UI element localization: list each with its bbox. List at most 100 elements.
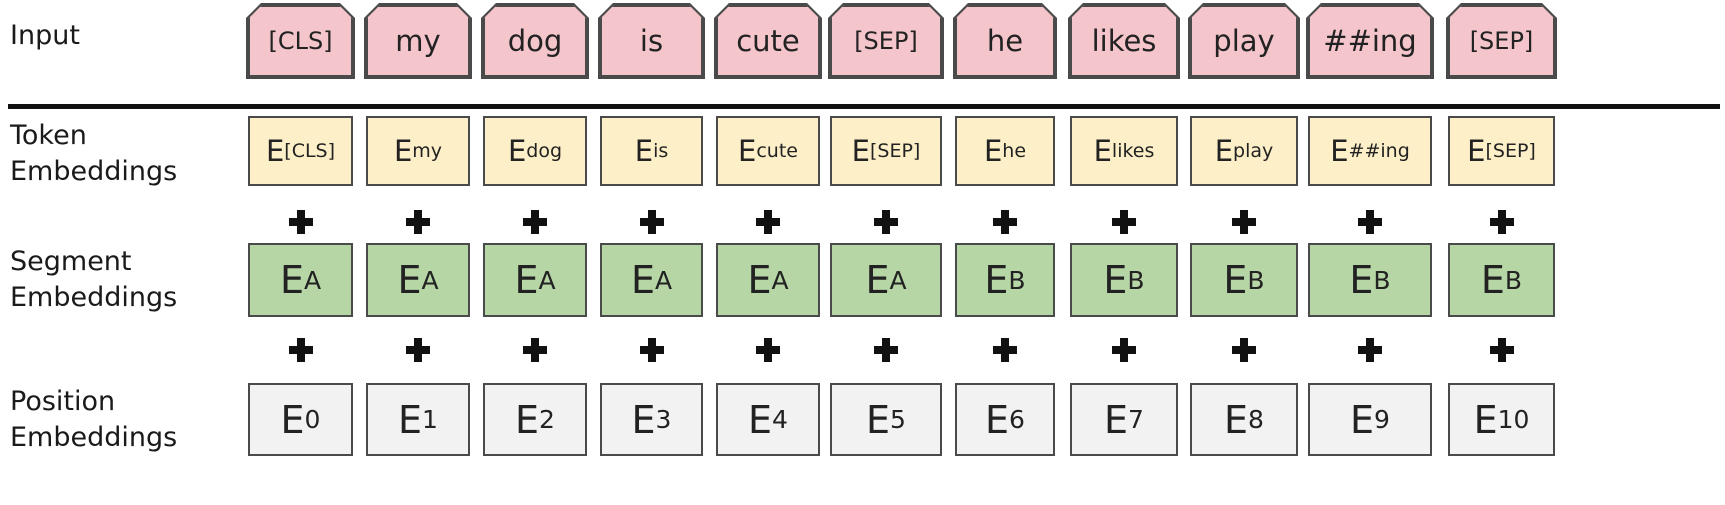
plus-icon: [993, 210, 1017, 234]
token-embedding-letter: E: [851, 134, 870, 168]
position-embedding-letter: E: [1224, 397, 1249, 442]
plus-icon: [756, 338, 780, 362]
token-embedding-letter: E: [1467, 134, 1486, 168]
plus-icon: [1358, 338, 1382, 362]
position-embedding-letter: E: [985, 397, 1010, 442]
segment-embedding-letter: E: [1349, 258, 1374, 302]
segment-embedding-subscript: B: [1247, 265, 1265, 295]
input-token: [CLS]: [248, 5, 353, 77]
segment-label-line1: Segment: [10, 246, 132, 277]
plus-icon: [1232, 210, 1256, 234]
position-embedding-letter: E: [1473, 397, 1498, 442]
segment-embedding-subscript: B: [1504, 265, 1523, 295]
token-embedding: E[CLS]: [248, 116, 353, 186]
plus-icon: [523, 210, 547, 234]
plus-icon: [288, 338, 313, 362]
token-embedding-letter: E: [983, 134, 1003, 168]
input-token: cute: [716, 5, 820, 77]
plus-icon: [639, 210, 664, 234]
segment-embedding-letter: E: [514, 258, 539, 302]
position-embedding-subscript: 4: [772, 405, 788, 434]
plus-icon: [639, 338, 664, 362]
token-embedding-subscript: is: [653, 140, 669, 162]
token-embedding-subscript: ##ing: [1348, 140, 1410, 162]
segment-embedding-letter: E: [1480, 258, 1505, 302]
position-label-line1: Position: [10, 386, 116, 417]
position-embedding-letter: E: [866, 397, 891, 442]
position-embedding-letter: E: [398, 397, 423, 442]
token-embedding-letter: E: [1214, 134, 1234, 168]
plus-icon: [1489, 210, 1514, 234]
position-embedding-subscript: 10: [1497, 405, 1530, 434]
token-embedding-subscript: [CLS]: [284, 140, 336, 162]
token-embedding-letter: E: [393, 134, 413, 168]
input-token: ##ing: [1308, 5, 1432, 77]
token-embedding-letter: E: [1330, 134, 1349, 168]
token-label-line1: Token: [10, 120, 87, 151]
plus-icon: [1112, 338, 1136, 362]
segment-embedding-letter: E: [984, 258, 1009, 302]
segment-embedding-letter: E: [747, 258, 772, 302]
token-embeddings-row-label: Token Embeddings: [10, 118, 177, 190]
segment-embedding-subscript: A: [421, 265, 439, 295]
segment-embedding-subscript: A: [771, 265, 789, 295]
plus-icon: [756, 210, 780, 234]
segment-embedding-subscript: B: [1008, 265, 1026, 295]
position-embedding-letter: E: [1104, 397, 1129, 442]
plus-icon: [874, 338, 898, 362]
token-embedding-subscript: [SEP]: [869, 140, 921, 162]
position-embedding-letter: E: [515, 397, 540, 442]
plus-icon: [993, 338, 1017, 362]
position-embedding-subscript: 8: [1248, 405, 1264, 434]
plus-icon: [1358, 210, 1382, 234]
token-label-line2: Embeddings: [10, 156, 178, 187]
plus-icon: [1232, 338, 1256, 362]
input-token: is: [600, 5, 703, 77]
segment-embedding-letter: E: [630, 258, 655, 302]
token-embedding-subscript: cute: [756, 140, 798, 162]
input-token: [SEP]: [830, 5, 942, 77]
token-embedding: E##ing: [1308, 116, 1432, 186]
segment-embedding-subscript: A: [889, 265, 907, 295]
token-embedding-subscript: my: [412, 140, 443, 162]
plus-icon: [1112, 210, 1136, 234]
segment-embedding-letter: E: [865, 258, 890, 302]
segment-label-line2: Embeddings: [10, 282, 178, 313]
input-token: dog: [483, 5, 587, 77]
position-embedding-letter: E: [280, 397, 305, 442]
position-embedding-subscript: 0: [304, 405, 321, 434]
position-embedding-subscript: 5: [890, 405, 906, 434]
segment-embedding-letter: E: [279, 258, 304, 302]
segment-embedding-letter: E: [397, 258, 422, 302]
token-embedding-subscript: [SEP]: [1485, 140, 1536, 162]
divider-line: [8, 104, 1720, 109]
segment-embedding-subscript: A: [303, 265, 322, 295]
segment-embedding-subscript: A: [654, 265, 673, 295]
plus-icon: [406, 338, 430, 362]
position-embedding-letter: E: [1350, 397, 1375, 442]
position-embedding-letter: E: [631, 397, 656, 442]
plus-icon: [406, 210, 430, 234]
